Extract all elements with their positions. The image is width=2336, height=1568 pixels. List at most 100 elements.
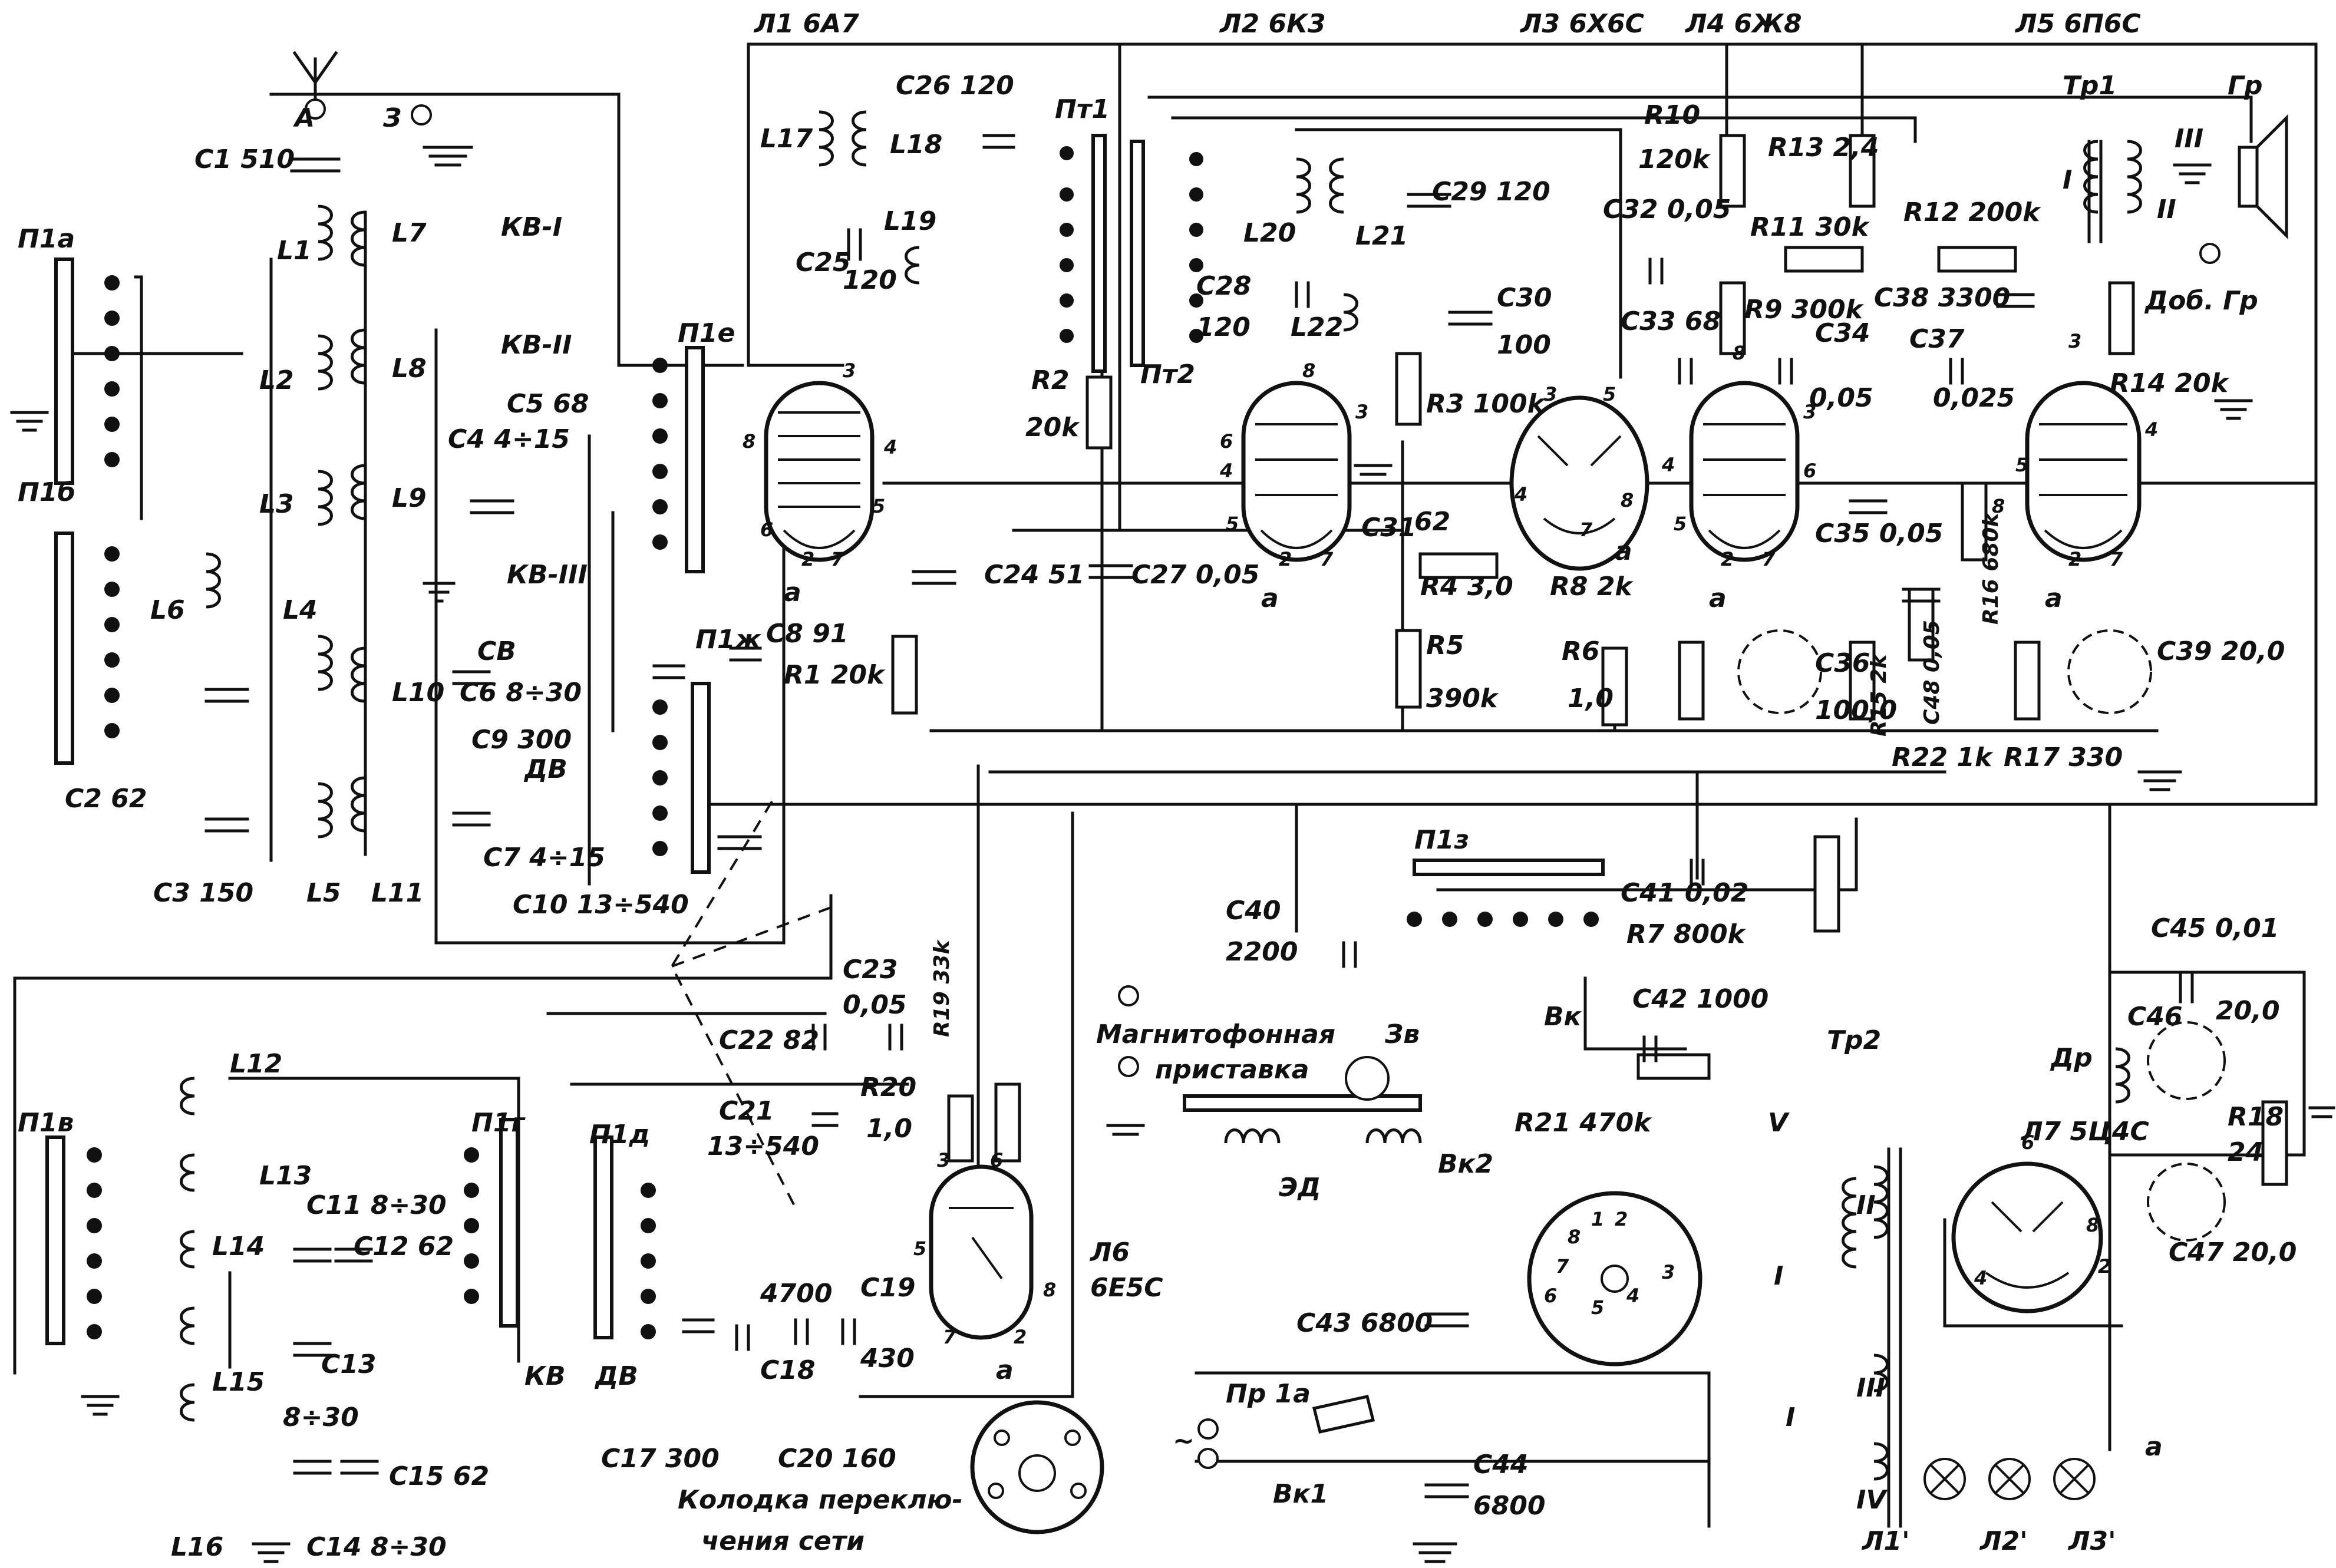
label-winding-tr1-3: III — [2175, 124, 2203, 154]
label-c21: С21 — [719, 1096, 774, 1126]
label-coil-l7: L7 — [392, 218, 427, 248]
label-c46: С46 — [2127, 1002, 2183, 1032]
label-r15: R15 2k — [1867, 653, 1891, 737]
label-coil-l20: L20 — [1243, 218, 1296, 248]
label-agc-heater: а — [2145, 1432, 2163, 1462]
label-c24: С24 51 — [984, 560, 1084, 590]
label-tube-l6b: 6Е5С — [1090, 1273, 1163, 1303]
labels: Л1 6А7 Л2 6К3 Л3 6Х6С Л4 6Ж8 Л5 6П6С Л6 … — [18, 9, 2297, 1562]
label-c28v: 120 — [1196, 312, 1251, 342]
svg-text:8: 8 — [1302, 359, 1315, 382]
svg-text:3: 3 — [1544, 383, 1557, 405]
label-coil-l15: L15 — [212, 1367, 265, 1397]
label-r10v: 120k — [1638, 144, 1711, 174]
label-coil-l14: L14 — [212, 1232, 265, 1262]
label-switch-p1b: П1б — [18, 477, 75, 507]
tube-l7-5c4c — [1951, 1161, 2103, 1313]
label-c40v: 2200 — [1226, 937, 1298, 967]
label-c28: С28 — [1196, 271, 1252, 301]
label-band-dv2: ДВ — [594, 1361, 638, 1391]
label-c44: С44 — [1473, 1450, 1529, 1480]
label-tube-l2: Л2 6К3 — [1219, 9, 1326, 39]
label-c37: С37 — [1909, 324, 1965, 354]
label-tape-2: приставка — [1155, 1055, 1309, 1085]
label-r11: R11 30k — [1750, 212, 1870, 242]
label-r7: R7 800k — [1626, 919, 1747, 949]
label-c18v: 4700 — [760, 1279, 832, 1309]
tuning-gang-linkage — [670, 800, 832, 1209]
svg-text:3: 3 — [1803, 401, 1816, 423]
label-agc-l1: а — [784, 577, 801, 608]
svg-text:4: 4 — [1219, 460, 1233, 482]
label-c31v: 62 — [1414, 507, 1450, 537]
tube-l4-6zh8 — [1689, 381, 1800, 562]
label-c13v: 8÷30 — [283, 1402, 359, 1432]
label-switch-p1v: П1в — [18, 1108, 74, 1138]
label-band-kv2: КВ-II — [501, 330, 572, 360]
label-coil-l6: L6 — [150, 595, 185, 625]
label-c43: С43 6800 — [1296, 1308, 1433, 1338]
label-c33: С33 68 — [1621, 306, 1721, 336]
label-agc-l5: а — [2045, 583, 2063, 613]
label-c32: С32 0,05 — [1603, 194, 1731, 225]
label-r8: R8 2k — [1550, 572, 1634, 602]
label-c39: С39 20,0 — [2157, 636, 2285, 666]
label-switch-p1z: П1з — [1414, 825, 1469, 855]
svg-text:3: 3 — [1355, 401, 1368, 423]
label-r6v: 1,0 — [1568, 684, 1614, 714]
label-r3: R3 100k — [1426, 389, 1546, 419]
label-agc-l2: а — [1261, 583, 1279, 613]
label-lamp-2: Л2' — [1979, 1526, 2028, 1556]
svg-text:7: 7 — [1762, 548, 1776, 570]
svg-text:3: 3 — [2068, 330, 2081, 352]
label-c13: С13 — [321, 1349, 377, 1379]
label-mains: ~ — [1173, 1426, 1195, 1456]
label-coil-l22: L22 — [1291, 312, 1343, 342]
label-tr1: Тр1 — [2063, 71, 2117, 101]
label-band-kv3: КВ-III — [507, 560, 588, 590]
label-coil-l9: L9 — [392, 483, 427, 513]
svg-text:3: 3 — [937, 1149, 950, 1171]
svg-text:5: 5 — [1674, 513, 1687, 535]
label-coil-l19: L19 — [884, 206, 936, 236]
svg-text:2: 2 — [1014, 1326, 1027, 1348]
label-band-kv1: КВ-I — [501, 212, 562, 242]
label-c14: С14 8÷30 — [306, 1532, 447, 1562]
label-antenna: А — [293, 103, 315, 133]
label-c17: С17 300 — [601, 1444, 720, 1474]
label-agc-l6: а — [996, 1355, 1014, 1385]
svg-text:6: 6 — [1544, 1285, 1557, 1307]
label-tape-1: Магнитофонная — [1096, 1019, 1335, 1049]
label-c6: С6 8÷30 — [460, 678, 582, 708]
label-c38: С38 3300 — [1874, 283, 2010, 313]
label-switch-pm1: Пт1 — [1055, 94, 1110, 124]
tape-terminal-2 — [1118, 1056, 1139, 1077]
svg-text:4: 4 — [2144, 418, 2158, 441]
svg-text:2: 2 — [1721, 548, 1734, 570]
label-coil-l16: L16 — [171, 1532, 223, 1562]
label-c34: С34 — [1815, 318, 1870, 348]
label-choke: Др — [2050, 1043, 2093, 1073]
svg-text:3: 3 — [1662, 1261, 1675, 1283]
mains-terminal-2 — [1197, 1448, 1219, 1469]
label-c1: С1 510 — [194, 144, 295, 174]
label-winding-tr1-1: I — [2063, 165, 2072, 195]
svg-text:5: 5 — [1603, 383, 1616, 405]
label-switch-p1zh: П1ж — [695, 625, 761, 655]
svg-text:8: 8 — [1568, 1226, 1581, 1248]
label-r10: R10 — [1644, 100, 1700, 130]
label-winding-tr2-1: I — [1774, 1261, 1783, 1291]
label-c41: С41 0,02 — [1621, 878, 1748, 908]
svg-text:5: 5 — [1591, 1296, 1604, 1319]
label-tube-l5: Л5 6П6С — [2014, 9, 2141, 39]
label-switch-vk2: Вк2 — [1438, 1149, 1493, 1179]
svg-text:4: 4 — [1974, 1267, 1987, 1289]
label-coil-l12: L12 — [230, 1049, 282, 1079]
label-c46v: 20,0 — [2216, 996, 2280, 1026]
label-c19v: 430 — [860, 1343, 915, 1374]
label-r5v: 390k — [1426, 684, 1499, 714]
label-c10: С10 13÷540 — [513, 890, 689, 920]
label-c47: С47 20,0 — [2169, 1237, 2297, 1267]
tube-socket-octal — [1527, 1191, 1702, 1366]
